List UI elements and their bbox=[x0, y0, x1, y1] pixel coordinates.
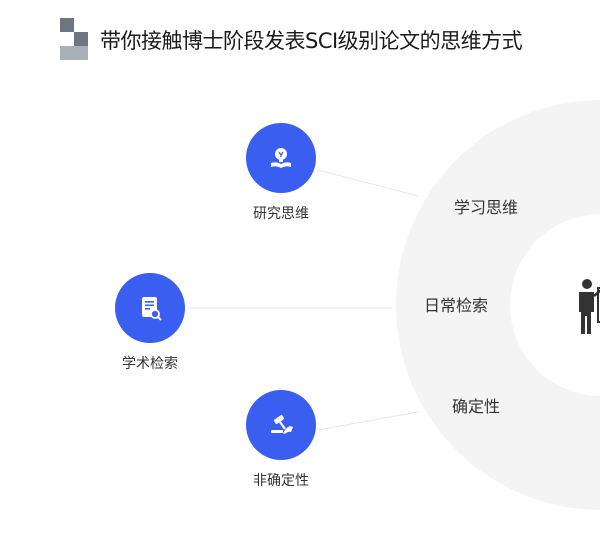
ring-item-certainty: 确定性 bbox=[452, 397, 501, 416]
node-label-research-thinking: 研究思维 bbox=[253, 206, 309, 222]
logo-square-3 bbox=[60, 46, 74, 60]
node-research-thinking bbox=[246, 123, 316, 193]
ring-item-learning-thinking: 学习思维 bbox=[454, 198, 519, 217]
logo-square-2 bbox=[74, 32, 88, 46]
lightbulb-book-icon bbox=[271, 148, 291, 168]
gavel-icon bbox=[271, 414, 293, 434]
presenter-icon bbox=[579, 279, 600, 334]
logo-square-4 bbox=[74, 46, 88, 60]
node-label-academic-search: 学术检索 bbox=[122, 356, 178, 372]
document-search-icon bbox=[142, 297, 162, 321]
ring-item-daily-search: 日常检索 bbox=[424, 296, 489, 315]
node-label-uncertainty: 非确定性 bbox=[253, 473, 309, 489]
logo-square-1 bbox=[60, 18, 74, 32]
connector-line-1 bbox=[317, 169, 419, 197]
node-academic-search bbox=[115, 273, 185, 343]
connector-line-3 bbox=[317, 411, 419, 431]
page-title: 带你接触博士阶段发表SCI级别论文的思维方式 bbox=[100, 29, 523, 53]
node-uncertainty bbox=[246, 390, 316, 460]
